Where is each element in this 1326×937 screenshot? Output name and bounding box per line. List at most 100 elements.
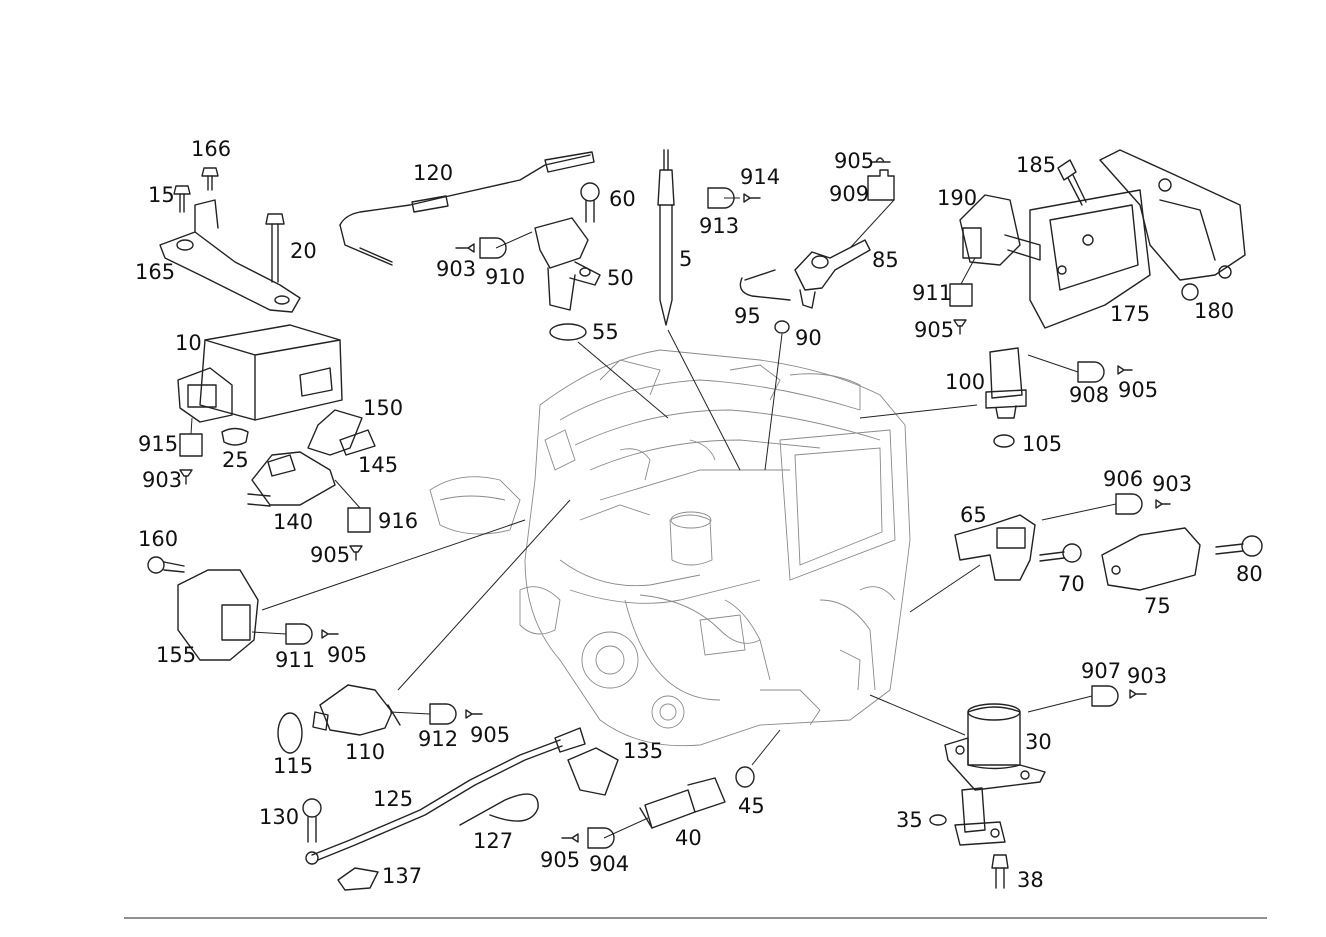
pin-914 <box>743 193 761 203</box>
pin-903b <box>179 469 193 485</box>
label-55: 55 <box>592 320 619 344</box>
label-905e: 905 <box>327 643 367 667</box>
pin-905e <box>321 629 339 639</box>
label-38: 38 <box>1017 868 1044 892</box>
connector-906 <box>1115 493 1143 515</box>
bracket-165 <box>159 199 301 313</box>
bracket-137 <box>337 867 379 891</box>
pin-905g <box>561 833 579 843</box>
label-913: 913 <box>699 214 739 238</box>
connector-904 <box>587 827 615 849</box>
label-916: 916 <box>378 509 418 533</box>
clip-95 <box>739 269 791 301</box>
label-165: 165 <box>135 260 175 284</box>
label-905d: 905 <box>1118 378 1158 402</box>
label-905a: 905 <box>834 149 874 173</box>
bolt-20 <box>265 213 285 283</box>
label-125: 125 <box>373 787 413 811</box>
sensor-120 <box>339 151 595 266</box>
grommet-25 <box>221 427 249 446</box>
label-911b: 911 <box>275 648 315 672</box>
sensor-110 <box>312 684 401 736</box>
leader-lines <box>190 197 1117 839</box>
label-20: 20 <box>290 239 317 263</box>
pin-905b <box>953 319 967 335</box>
label-105: 105 <box>1022 432 1062 456</box>
label-135: 135 <box>623 739 663 763</box>
label-115: 115 <box>273 754 313 778</box>
ring-90 <box>774 320 790 334</box>
connector-913 <box>707 187 735 209</box>
label-903a: 903 <box>436 257 476 281</box>
label-100: 100 <box>945 370 985 394</box>
label-150: 150 <box>363 396 403 420</box>
label-909: 909 <box>829 182 869 206</box>
ring-105 <box>993 434 1015 448</box>
label-90: 90 <box>795 326 822 350</box>
bolt-166 <box>201 167 219 191</box>
label-160: 160 <box>138 527 178 551</box>
sensor-30 <box>944 703 1046 791</box>
cable-tie-127 <box>459 793 539 826</box>
label-904: 904 <box>589 852 629 876</box>
label-914: 914 <box>740 165 780 189</box>
label-95: 95 <box>734 304 761 328</box>
label-175: 175 <box>1110 302 1150 326</box>
screw-160 <box>147 556 185 574</box>
valve-145 <box>339 429 376 456</box>
pin-903d <box>1129 689 1147 699</box>
cable-125 <box>305 727 586 865</box>
label-910: 910 <box>485 265 525 289</box>
bracket-150 <box>307 409 363 456</box>
label-180: 180 <box>1194 299 1234 323</box>
glow-plug-5 <box>657 149 675 326</box>
bolt-185 <box>1057 159 1087 206</box>
label-127: 127 <box>473 829 513 853</box>
label-155: 155 <box>156 643 196 667</box>
label-905b: 905 <box>914 318 954 342</box>
label-905f: 905 <box>470 723 510 747</box>
label-906: 906 <box>1103 467 1143 491</box>
pin-903c <box>1155 499 1171 509</box>
sensor-65 <box>954 514 1036 581</box>
sensor-85 <box>794 239 871 309</box>
label-915: 915 <box>138 432 178 456</box>
label-905c: 905 <box>310 543 350 567</box>
engine-block <box>429 349 911 747</box>
label-10: 10 <box>175 331 202 355</box>
connector-910 <box>479 237 507 259</box>
connector-915 <box>179 433 203 457</box>
label-50: 50 <box>607 266 634 290</box>
bolt-38 <box>991 854 1009 889</box>
label-130: 130 <box>259 805 299 829</box>
connector-909 <box>867 169 895 201</box>
valve-140 <box>247 451 336 507</box>
label-120: 120 <box>413 161 453 185</box>
label-912: 912 <box>418 727 458 751</box>
connector-916 <box>347 507 371 533</box>
bolt-80 <box>1215 535 1263 557</box>
ring-35 <box>929 814 947 826</box>
bolt-130 <box>302 798 322 843</box>
label-905g: 905 <box>540 848 580 872</box>
clip-135 <box>567 747 619 796</box>
bracket-180 <box>1099 149 1246 301</box>
ring-45 <box>735 766 755 788</box>
pin-905f <box>465 709 483 719</box>
connector-907 <box>1091 685 1119 707</box>
connector-912 <box>429 703 457 725</box>
label-5: 5 <box>679 247 692 271</box>
label-903d: 903 <box>1127 664 1167 688</box>
connector-911b <box>285 623 313 645</box>
label-911a: 911 <box>912 281 952 305</box>
label-110: 110 <box>345 740 385 764</box>
label-25: 25 <box>222 448 249 472</box>
label-85: 85 <box>872 248 899 272</box>
bracket-175 <box>1029 189 1151 329</box>
part-number-labels: 166 15 20 165 120 60 903 910 50 55 5 914… <box>135 137 1263 892</box>
sensor-190 <box>959 194 1041 266</box>
label-907: 907 <box>1081 659 1121 683</box>
label-65: 65 <box>960 503 987 527</box>
label-190: 190 <box>937 186 977 210</box>
pin-905d <box>1117 365 1133 375</box>
